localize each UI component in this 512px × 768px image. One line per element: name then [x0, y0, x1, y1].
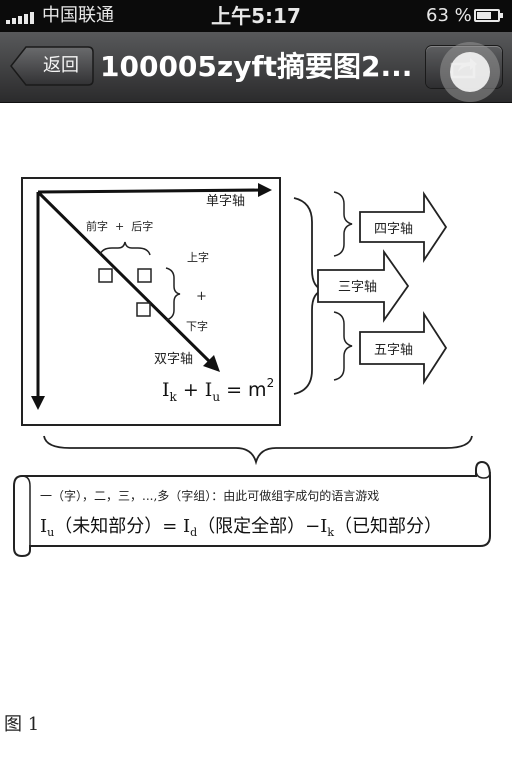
navigation-bar: 返回 100005zyft摘要图2... — [0, 32, 512, 103]
double-axis-arrow — [36, 190, 214, 366]
formula: Ik + Iu = m2 — [162, 376, 274, 404]
back-button-shape — [10, 46, 94, 86]
cell-square-right — [137, 268, 152, 283]
scroll-banner — [13, 460, 491, 558]
back-button-label: 返回 — [43, 55, 79, 76]
upper-label: 上字 — [187, 250, 209, 264]
four-axis-arrow — [359, 191, 448, 263]
three-axis-arrow — [317, 249, 410, 323]
upper-small-brace — [333, 191, 353, 257]
horizontal-brace — [99, 241, 151, 256]
cell-square-lower — [136, 302, 151, 317]
lower-small-brace — [333, 311, 353, 381]
three-axis-label: 三字轴 — [338, 280, 377, 295]
lower-label: 下字 — [186, 319, 208, 333]
plus-label: + — [196, 289, 207, 304]
vertical-brace — [165, 267, 181, 321]
prev-next-label: 前字 + 后字 — [86, 219, 153, 233]
five-axis-label: 五字轴 — [374, 343, 413, 358]
clock: 上午5:17 — [211, 4, 301, 28]
scroll-line-1: 一（字），二，三，...,多（字组）：由此可做组字成句的语言游戏 — [40, 488, 379, 503]
battery-icon — [474, 9, 503, 22]
status-bar: 中国联通 上午5:17 63 % — [0, 0, 512, 32]
diagram-frame — [21, 177, 281, 426]
assistive-touch-button[interactable] — [440, 42, 500, 102]
cell-square-left — [98, 268, 113, 283]
diagram: 单字轴 前字 + 后字 上字 + 下字 双字轴 Ik + Iu = m2 四字轴… — [13, 177, 491, 558]
figure-caption: 图 1 — [4, 714, 40, 735]
scroll-line-2: Iu（未知部分）= Id（限定全部）−Ik（已知部分） — [40, 516, 442, 539]
single-axis-arrow — [37, 188, 263, 194]
bottom-wide-brace — [43, 435, 473, 466]
back-button[interactable]: 返回 — [10, 46, 94, 86]
single-axis-label: 单字轴 — [206, 194, 245, 209]
figure-area: 单字轴 前字 + 后字 上字 + 下字 双字轴 Ik + Iu = m2 四字轴… — [0, 102, 512, 768]
four-axis-label: 四字轴 — [374, 222, 413, 237]
five-axis-arrow — [359, 310, 448, 386]
double-axis-label: 双字轴 — [154, 352, 193, 367]
page-title: 100005zyft摘要图2... — [100, 50, 412, 83]
carrier-name: 中国联通 — [42, 5, 114, 26]
signal-strength-icon — [6, 12, 38, 24]
battery-percent: 63 % — [426, 5, 472, 26]
